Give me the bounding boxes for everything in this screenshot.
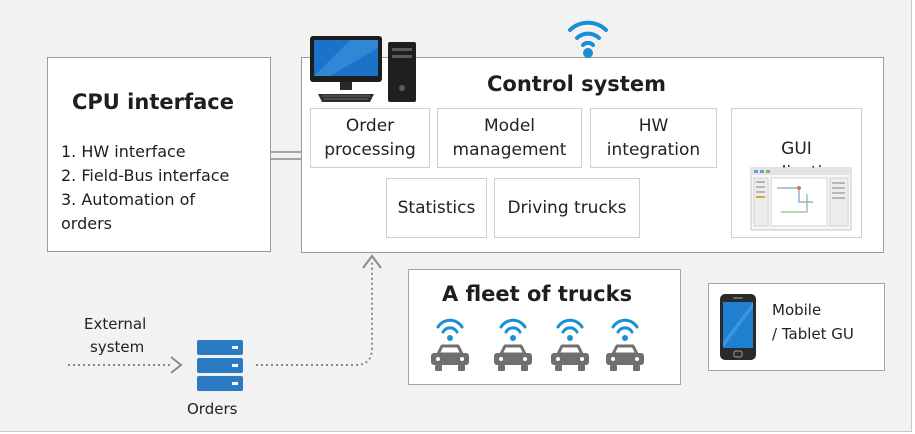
module-driving-trucks: Driving trucks — [494, 178, 640, 238]
mobile-label-line1: Mobile — [772, 301, 822, 319]
module-model-management-line2: management — [452, 140, 567, 160]
control-system-title: Control system — [487, 72, 666, 96]
cpu-interface-title: CPU interface — [72, 90, 234, 114]
external-system-line2: system — [90, 338, 145, 356]
module-statistics-label: Statistics — [397, 198, 476, 218]
module-statistics: Statistics — [386, 178, 487, 238]
truck-icon-4 — [606, 318, 644, 371]
truck-icon-3 — [551, 318, 589, 371]
cpu-interface-box: CPU interface 1. HW interface 2. Field-B… — [47, 57, 271, 252]
module-hw-integration-line1: HW — [638, 116, 669, 136]
module-gui-application-line1: GUI — [781, 139, 812, 159]
module-hw-integration: HW integration — [590, 108, 717, 168]
external-system-line1: External — [84, 315, 147, 333]
mobile-label-line2: / Tablet GU — [772, 325, 854, 343]
orders-label: Orders — [187, 400, 238, 418]
module-order-processing-line1: Order — [345, 116, 395, 136]
fleet-title: A fleet of trucks — [442, 282, 633, 306]
wifi-icon — [568, 20, 608, 58]
cpu-item-4: orders — [61, 214, 112, 233]
module-hw-integration-line2: integration — [606, 140, 701, 160]
cpu-item-2: 2. Field-Bus interface — [61, 166, 230, 185]
module-order-processing: Order processing — [310, 108, 430, 168]
cpu-interface-list: 1. HW interface 2. Field-Bus interface 3… — [61, 140, 229, 236]
smartphone-icon — [720, 294, 756, 360]
mobile-box: Mobile / Tablet GU — [708, 283, 885, 371]
server-icon — [197, 340, 243, 391]
gui-screenshot-icon — [750, 167, 852, 231]
module-model-management: Model management — [437, 108, 582, 168]
cpu-item-3: 3. Automation of — [61, 190, 196, 209]
module-order-processing-line2: processing — [324, 140, 416, 160]
desktop-computer-icon — [310, 36, 416, 102]
module-model-management-line1: Model — [483, 116, 536, 136]
cpu-item-1: 1. HW interface — [61, 142, 186, 161]
truck-icon-2 — [494, 318, 532, 371]
module-driving-trucks-label: Driving trucks — [507, 198, 627, 218]
truck-icon-1 — [431, 318, 469, 371]
